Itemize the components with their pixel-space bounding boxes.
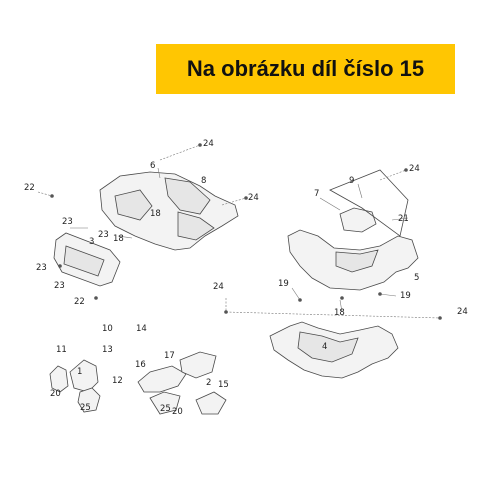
callout-23-c: 23 (36, 263, 47, 273)
callout-23-b: 23 (98, 230, 109, 240)
callout-24-a: 24 (203, 139, 214, 149)
callout-18-c: 18 (334, 308, 345, 318)
callout-18-a: 18 (150, 209, 161, 219)
handlebar-upper-cover-part (287, 169, 419, 291)
callout-11: 11 (56, 345, 67, 355)
callout-8: 8 (201, 176, 206, 186)
callout-9: 9 (349, 176, 354, 186)
callout-1: 1 (77, 367, 82, 377)
callout-22-b: 22 (74, 297, 85, 307)
callout-2: 2 (206, 378, 211, 388)
handlebar-lower-cover-part (269, 321, 399, 379)
callout-7: 7 (314, 189, 319, 199)
callout-23-d: 23 (54, 281, 65, 291)
callout-6: 6 (150, 161, 155, 171)
callout-19-b: 19 (400, 291, 411, 301)
callout-24-e: 24 (457, 307, 468, 317)
instrument-panel-part (53, 232, 121, 287)
callout-25-b: 25 (160, 404, 171, 414)
callout-21: 21 (398, 214, 409, 224)
callout-14: 14 (136, 324, 147, 334)
callout-5: 5 (414, 273, 419, 283)
callout-23-a: 23 (62, 217, 73, 227)
callout-22-a: 22 (24, 183, 35, 193)
callout-3: 3 (89, 237, 94, 247)
front-upper-cover-part (99, 171, 239, 251)
callout-19-a: 19 (278, 279, 289, 289)
callout-20-b: 20 (172, 407, 183, 417)
callout-16: 16 (135, 360, 146, 370)
callout-25-a: 25 (80, 403, 91, 413)
callout-17: 17 (164, 351, 175, 361)
callout-12: 12 (112, 376, 123, 386)
banner-text: Na obrázku díl číslo 15 (186, 56, 425, 81)
callout-24-b: 24 (248, 193, 259, 203)
callout-15: 15 (218, 380, 229, 390)
callout-10: 10 (102, 324, 113, 334)
callout-24-c: 24 (409, 164, 420, 174)
callout-20-a: 20 (50, 389, 61, 399)
part-number-banner: Na obrázku díl číslo 15 (156, 44, 455, 94)
small-parts-group (49, 351, 227, 415)
callout-13: 13 (102, 345, 113, 355)
callout-4: 4 (322, 342, 327, 352)
fastener-dots (50, 143, 442, 320)
callout-labels: 24 6 8 22 24 18 23 23 18 3 23 23 22 24 9… (24, 139, 468, 417)
callout-18-b: 18 (113, 234, 124, 244)
callout-24-d: 24 (213, 282, 224, 292)
leader-lines (37, 144, 441, 319)
